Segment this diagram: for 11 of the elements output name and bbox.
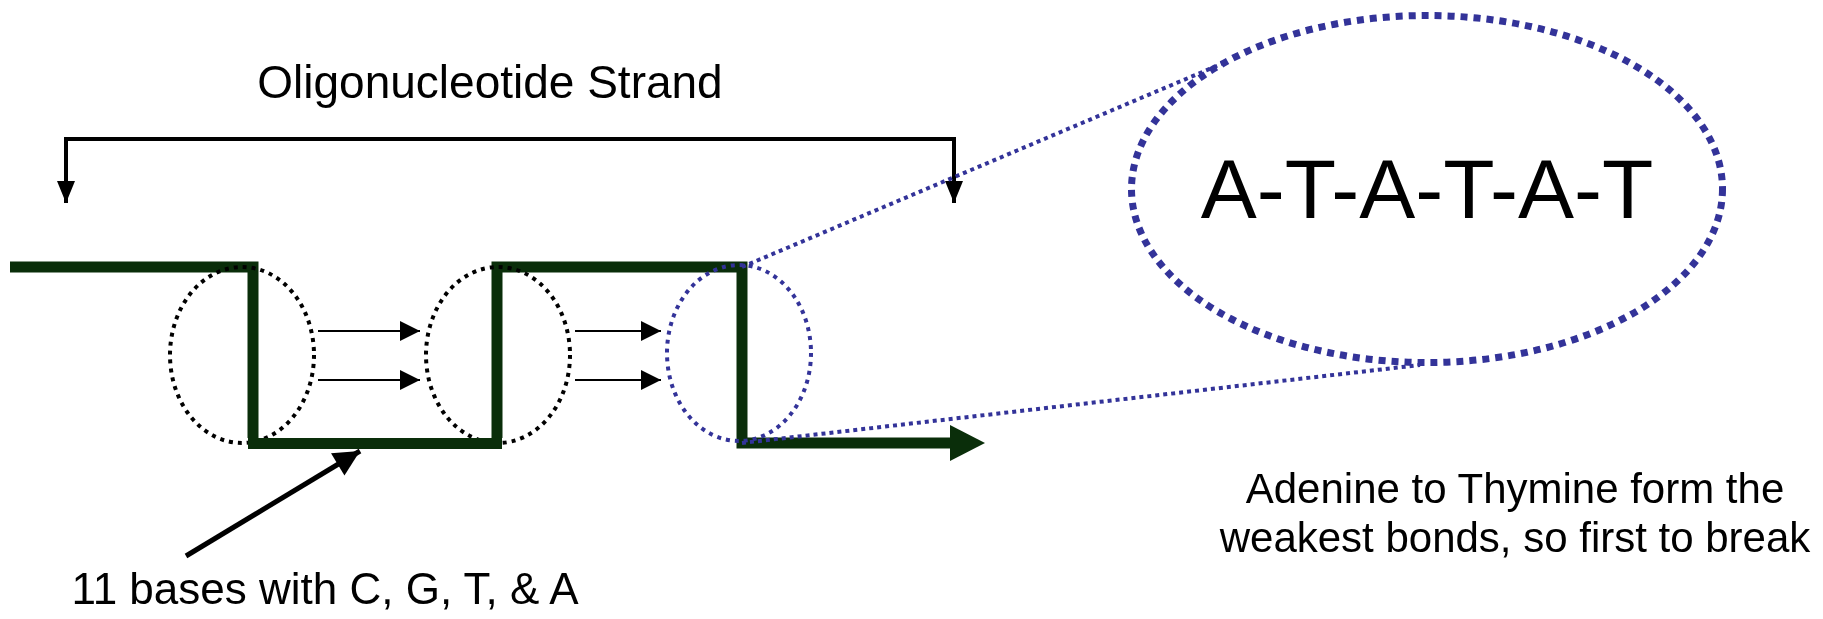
arrow — [574, 370, 662, 390]
bracket-label: Oligonucleotide Strand — [256, 56, 724, 110]
note-text: Adenine to Thymine form the weakest bonds, so first to break — [1218, 464, 1812, 563]
strand-segment — [248, 438, 502, 449]
zoom-line — [741, 363, 1421, 445]
arrow — [317, 321, 421, 341]
base-sequence: A-T-A-T-A-T — [1200, 140, 1654, 238]
arrow — [574, 321, 662, 341]
annotation-text: 11 bases with C, G, T, & A — [71, 564, 579, 614]
leader-arrow — [184, 448, 362, 559]
arrow — [317, 370, 421, 390]
